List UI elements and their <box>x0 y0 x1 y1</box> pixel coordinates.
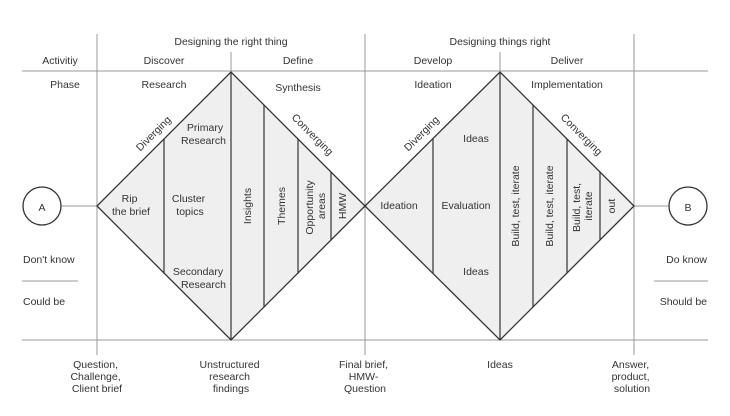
hmw-label: HMW <box>337 193 349 219</box>
cluster-topics-line-1: Cluster <box>172 193 206 205</box>
end-point-circle <box>668 186 708 226</box>
do-know-label: Do know <box>666 254 707 266</box>
phase-row-label: Phase <box>50 79 80 91</box>
unstructured-line-3: findings <box>213 383 249 395</box>
question-line-1: Question, <box>73 359 118 371</box>
phase-implementation: Implementation <box>531 79 603 91</box>
phase-synthesis: Synthesis <box>275 82 321 94</box>
themes-label: Themes <box>276 187 288 225</box>
final-brief-line-3: Question <box>344 383 386 395</box>
secondary-research-line-2: Research <box>181 279 226 291</box>
activity-develop: Develop <box>414 55 453 67</box>
unstructured-findings-label: Unstructured research findings <box>199 359 262 395</box>
opportunity-areas-line-1: Opportunity <box>304 180 316 235</box>
phase-research: Research <box>142 79 187 91</box>
question-challenge-label: Question, Challenge, Client brief <box>70 359 123 395</box>
rip-the-brief-line-2: the brief <box>112 206 150 218</box>
unstructured-line-2: research <box>209 371 250 383</box>
start-point-circle <box>22 186 62 226</box>
final-brief-line-2: HMW- <box>349 371 379 383</box>
out-label: out <box>606 199 618 214</box>
end-point-label: B <box>684 202 691 214</box>
primary-research-line-2: Research <box>181 135 226 147</box>
activity-deliver: Deliver <box>551 55 584 67</box>
ideas-output-label: Ideas <box>487 359 513 371</box>
header-designing-things-right: Designing things right <box>450 36 551 48</box>
evaluation-label: Evaluation <box>441 200 490 212</box>
build-test-iterate-3-line-1: Build, test, <box>571 183 583 232</box>
question-line-2: Challenge, <box>70 371 120 383</box>
build-test-iterate-3-label: Build, test, iterate <box>571 180 595 232</box>
header-designing-right-thing: Designing the right thing <box>174 36 287 48</box>
answer-line-3: solution <box>614 383 650 395</box>
rip-the-brief-label: Rip the brief <box>112 193 150 218</box>
secondary-research-line-1: Secondary <box>173 266 224 278</box>
diamond2-ideation-label: Ideation <box>380 200 418 212</box>
answer-line-2: product, <box>612 371 650 383</box>
could-be-label: Could be <box>23 296 65 308</box>
dont-know-label: Don't know <box>23 254 75 266</box>
cluster-topics-line-2: topics <box>176 206 203 218</box>
secondary-research-label: Secondary Research <box>173 266 226 291</box>
activity-define: Define <box>283 55 314 67</box>
final-brief-line-1: Final brief, <box>339 359 388 371</box>
activity-row-label: Activitiy <box>42 55 78 67</box>
unstructured-line-1: Unstructured <box>199 359 259 371</box>
build-test-iterate-2-label: Build, test, iterate <box>544 165 556 246</box>
opportunity-areas-line-2: areas <box>316 193 328 219</box>
primary-research-line-1: Primary <box>187 122 224 134</box>
rip-the-brief-line-1: Rip <box>122 193 138 205</box>
answer-line-1: Answer, <box>612 359 649 371</box>
cluster-topics-label: Cluster topics <box>172 193 208 218</box>
start-point-label: A <box>38 202 45 214</box>
ideas-top-label: Ideas <box>463 133 489 145</box>
build-test-iterate-1-label: Build, test, iterate <box>510 165 522 246</box>
primary-research-label: Primary Research <box>181 122 226 147</box>
phase-ideation: Ideation <box>414 79 452 91</box>
opportunity-areas-label: Opportunity areas <box>304 177 328 234</box>
insights-label: Insights <box>242 188 254 224</box>
ideas-bottom-label: Ideas <box>463 266 489 278</box>
question-line-3: Client brief <box>72 383 122 395</box>
answer-solution-label: Answer, product, solution <box>612 359 653 395</box>
activity-discover: Discover <box>144 55 185 67</box>
build-test-iterate-3-line-2: iterate <box>583 191 595 220</box>
final-brief-label: Final brief, HMW- Question <box>339 359 391 395</box>
should-be-label: Should be <box>660 296 707 308</box>
